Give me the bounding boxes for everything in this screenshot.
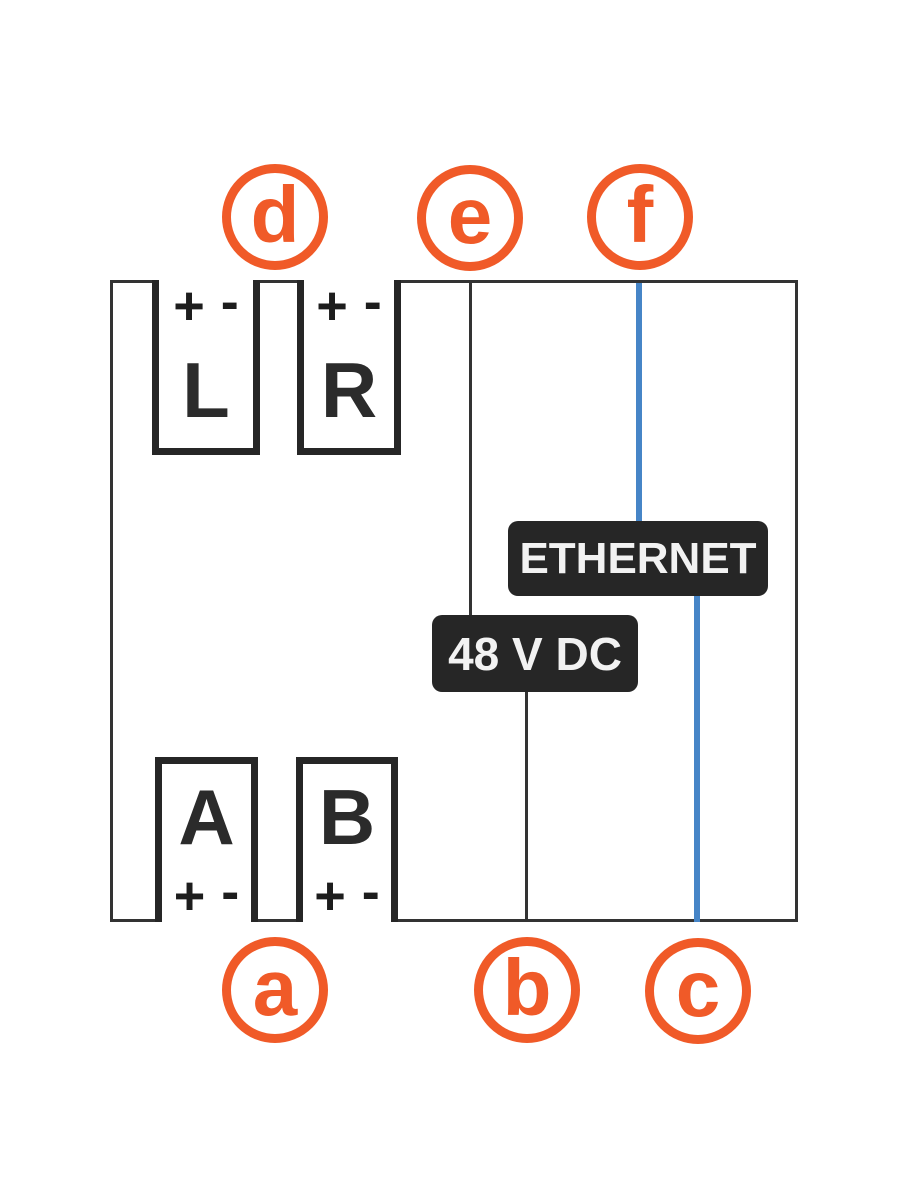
callout-circle-f: f [587,164,693,270]
power-port-label: 48 V DC [432,615,638,692]
callout-circle-e: e [417,165,523,271]
callout-circle-b: b [474,937,580,1043]
power-wire-top-segment [469,283,472,617]
callout-circle-c: c [645,938,751,1044]
terminal-letter: A [178,773,235,861]
minus-sign: - [363,272,382,332]
callout-letter: e [447,171,493,260]
ethernet-port-label: ETHERNET [508,521,768,596]
terminal-block-B: B + - [296,757,398,926]
terminal-letter: B [318,773,376,861]
terminal-letter: R [320,346,378,434]
callout-letter: f [626,170,654,259]
callout-letter: a [252,943,298,1032]
ethernet-cable-top-segment [636,283,642,523]
callout-letter: c [675,944,721,1033]
callout-circle-d: d [222,164,328,270]
ethernet-label-text: ETHERNET [519,533,757,583]
plus-sign: + [314,866,346,926]
callout-circle-a: a [222,937,328,1043]
callout-letter: d [250,170,300,259]
polarity-marks: + - [304,275,394,336]
terminal-block-R: + - R [297,275,401,455]
polarity-marks: + - [159,275,253,336]
plus-sign: + [316,276,348,336]
minus-sign: - [221,862,240,922]
terminal-block-A: A + - [155,757,258,926]
power-wire-bottom-segment [525,690,528,922]
terminal-block-L: + - L [152,275,260,455]
terminal-letter: L [182,346,230,434]
minus-sign: - [220,272,239,332]
power-label-text: 48 V DC [448,627,622,680]
polarity-marks: + - [303,865,391,926]
polarity-marks: + - [162,865,251,926]
callout-letter: b [502,943,552,1032]
minus-sign: - [361,862,380,922]
ethernet-cable-bottom-segment [694,594,700,922]
plus-sign: + [173,276,205,336]
plus-sign: + [173,866,206,926]
